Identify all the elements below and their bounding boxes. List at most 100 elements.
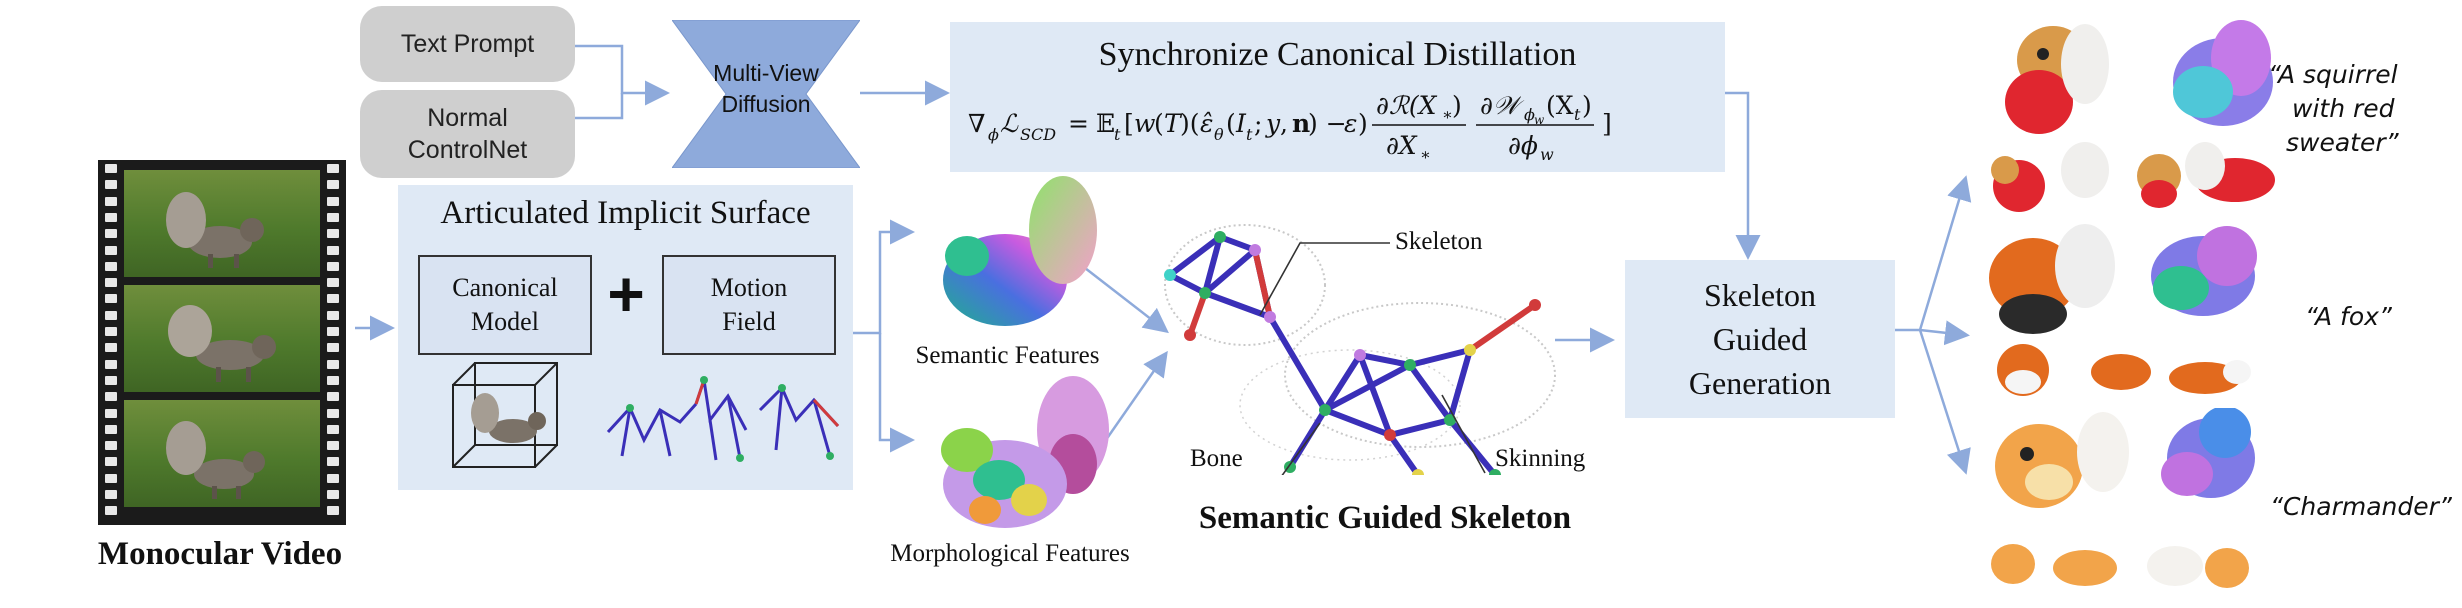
skeleton-diagram	[1164, 224, 1556, 475]
film-sprocket-hole	[105, 457, 117, 467]
canonical-line1: Canonical	[452, 273, 558, 303]
film-sprocket-hole	[327, 164, 339, 173]
prompt-1-line1: “A squirrel	[2268, 60, 2398, 89]
film-sprocket-hole	[105, 310, 117, 320]
arrow-semantic-skeleton	[1084, 267, 1169, 334]
svg-text:): )	[1582, 91, 1592, 120]
film-holes-left	[104, 162, 118, 522]
squirrel-icon	[166, 421, 265, 499]
surface-title: Articulated Implicit Surface	[440, 195, 811, 231]
diffusion-line1: Multi-View	[713, 60, 819, 86]
svg-text:(: (	[1226, 109, 1236, 138]
svg-text:[: [	[1124, 109, 1134, 138]
video-frame-1	[124, 170, 320, 277]
result-fox	[1989, 224, 2257, 396]
diffusion-label: Multi-View Diffusion	[672, 58, 860, 120]
svg-text:ε: ε	[1344, 109, 1357, 138]
bone-label: Bone	[1190, 445, 1243, 472]
squirrel-icon	[168, 305, 276, 382]
film-sprocket-hole	[327, 327, 339, 336]
svg-text:∂X: ∂X	[1386, 131, 1418, 160]
svg-text:y: y	[1265, 109, 1281, 138]
canonical-model-box: Canonical Model	[418, 255, 592, 355]
generation-panel: Skeleton Guided Generation	[1625, 260, 1895, 418]
skeleton-title: Semantic Guided Skeleton	[1198, 500, 1572, 536]
prompt-2: “A fox”	[2305, 302, 2392, 331]
svg-text:I: I	[1235, 109, 1247, 138]
arrow-distill-generation	[1725, 91, 1761, 260]
film-sprocket-hole	[105, 343, 117, 353]
motion-skeletons-icon	[606, 376, 840, 462]
svg-text:=: =	[1068, 109, 1089, 138]
svg-text:]: ]	[1602, 109, 1612, 138]
text-prompt-box: Text Prompt	[360, 6, 575, 82]
svg-text:θ: θ	[1214, 125, 1224, 144]
generation-line2: Guided	[1712, 320, 1808, 357]
distillation-title: Synchronize Canonical Distillation	[1098, 36, 1577, 73]
text-prompt-label: Text Prompt	[400, 29, 535, 58]
svg-text:w: w	[1134, 109, 1155, 138]
svg-text:(X: (X	[1546, 91, 1574, 120]
canonical-cube-icon	[452, 362, 558, 468]
canonical-line2: Model	[471, 307, 539, 336]
film-sprocket-hole	[105, 212, 117, 222]
film-sprocket-hole	[327, 278, 339, 288]
film-sprocket-hole	[105, 392, 117, 402]
film-sprocket-hole	[327, 196, 339, 206]
prompt-1-line3: sweater”	[2286, 127, 2399, 157]
motion-field-box: Motion Field	[662, 255, 836, 355]
film-sprocket-hole	[327, 229, 339, 239]
svg-text:,: ,	[1280, 109, 1288, 138]
svg-text:t: t	[1574, 105, 1581, 124]
film-sprocket-hole	[327, 245, 339, 255]
film-sprocket-hole	[327, 392, 339, 402]
monocular-video-label: Monocular Video	[97, 536, 343, 572]
svg-text:∂𝒲: ∂𝒲	[1480, 91, 1525, 120]
film-sprocket-hole	[327, 261, 339, 271]
film-sprocket-hole	[105, 180, 117, 190]
film-sprocket-hole	[105, 294, 117, 304]
arrow-controlnet	[575, 93, 624, 120]
svg-text:t: t	[1114, 125, 1121, 144]
svg-text:t: t	[1246, 125, 1253, 144]
film-sprocket-hole	[327, 424, 339, 434]
squirrel-icon	[166, 192, 264, 268]
film-sprocket-hole	[327, 457, 339, 467]
motion-line2: Field	[722, 307, 776, 336]
result-charmander	[1991, 408, 2255, 588]
normal-controlnet-box: Normal ControlNet	[360, 90, 575, 178]
generation-line3: Generation	[1688, 365, 1832, 402]
film-sprocket-hole	[327, 375, 339, 385]
svg-text:ε̂: ε̂	[1200, 109, 1213, 138]
generation-line1: Skeleton	[1704, 276, 1816, 313]
arrow-surface-morph	[878, 333, 915, 453]
skeleton-label: Skeleton	[1395, 228, 1483, 255]
film-sprocket-hole	[105, 261, 117, 271]
svg-text:T: T	[1164, 109, 1183, 138]
svg-text:)(: )(	[1180, 109, 1200, 138]
film-sprocket-hole	[105, 327, 117, 336]
film-sprocket-hole	[327, 473, 339, 483]
video-frame-3	[124, 400, 320, 507]
svg-text:w: w	[1534, 113, 1545, 127]
motion-line1: Motion	[710, 273, 788, 303]
semantic-features-label: Semantic Features	[915, 342, 1100, 369]
video-frame-2	[124, 285, 320, 392]
film-sprocket-hole	[105, 490, 117, 499]
svg-text:(: (	[1154, 109, 1164, 138]
morphological-features-shape	[941, 376, 1109, 528]
distillation-formula: ∇ ϕ ℒ SCD = 𝔼 t [ w ( T )( ε̂ θ ( I t ; …	[968, 91, 1612, 164]
distillation-panel	[950, 22, 1725, 172]
normal-controlnet-line2: ControlNet	[407, 136, 528, 164]
film-sprocket-hole	[327, 359, 339, 369]
svg-text:) −: ) −	[1308, 109, 1347, 138]
film-sprocket-hole	[327, 294, 339, 304]
normal-controlnet-line1: Normal	[427, 103, 508, 132]
film-sprocket-hole	[105, 375, 117, 385]
svg-text:∂ϕ: ∂ϕ	[1508, 131, 1538, 160]
svg-text:𝔼: 𝔼	[1096, 109, 1115, 138]
result-squirrel-sweater	[1991, 20, 2275, 212]
film-sprocket-hole	[105, 196, 117, 206]
svg-text:∗: ∗	[1442, 105, 1453, 124]
film-sprocket-hole	[105, 473, 117, 483]
